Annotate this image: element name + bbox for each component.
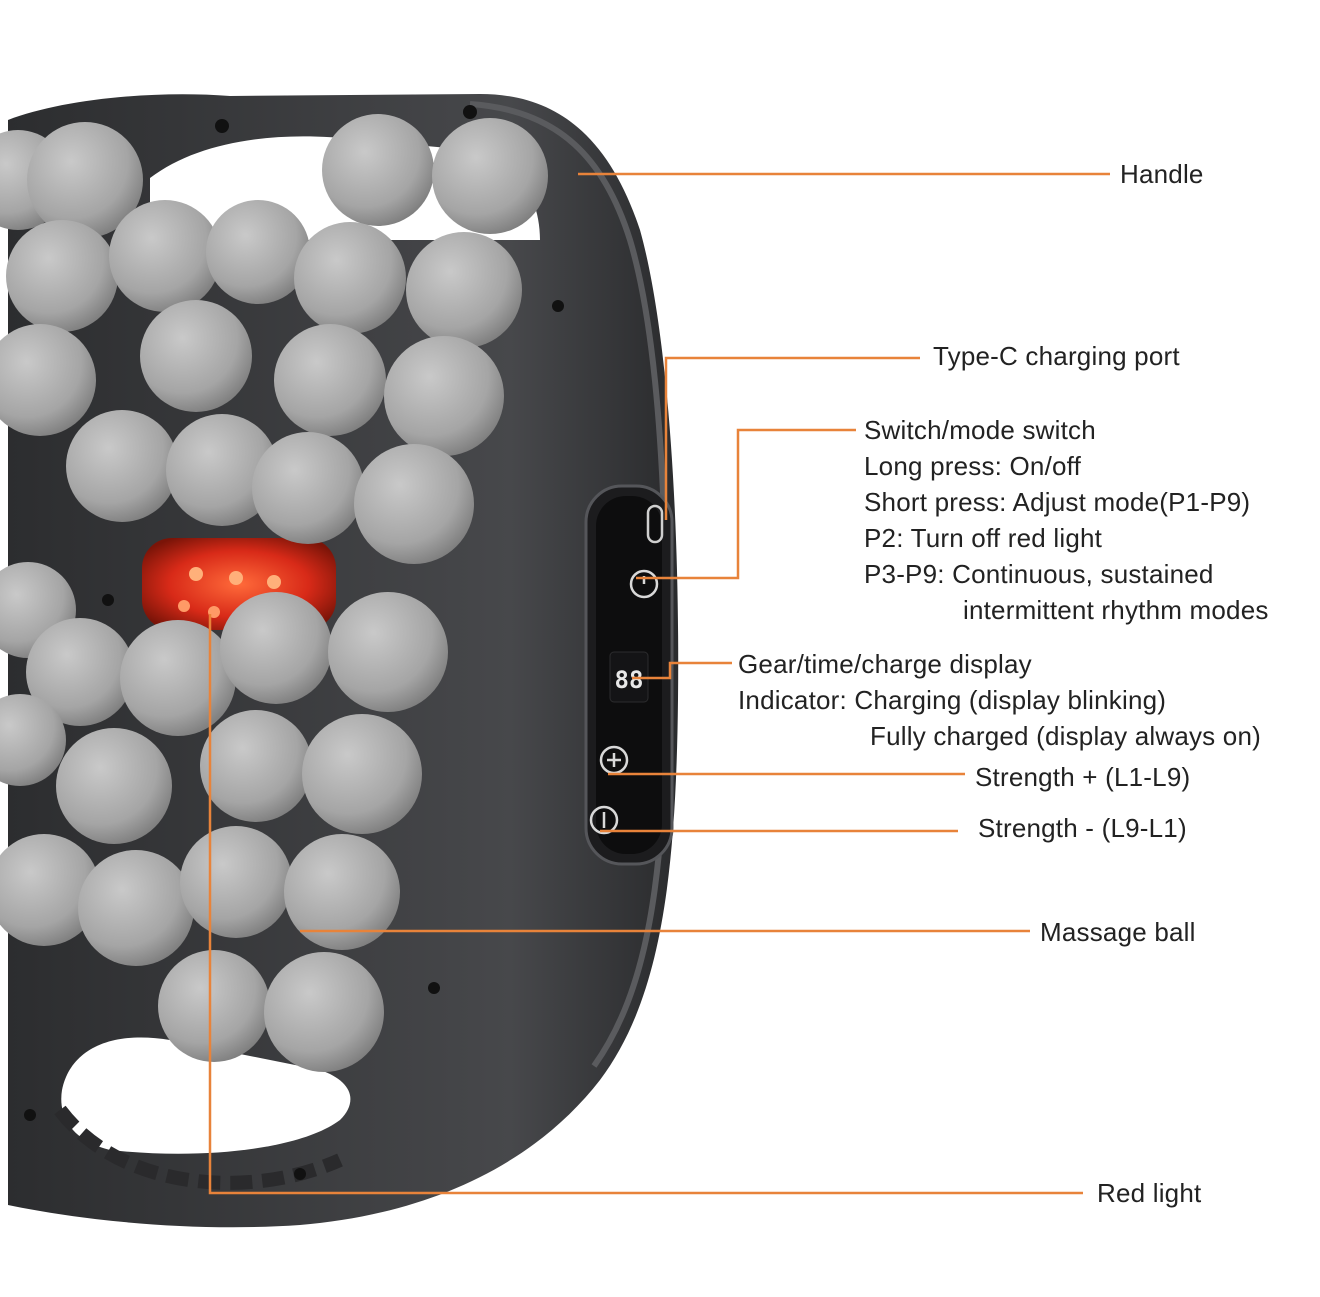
- massage-ball: [284, 834, 400, 950]
- label-strength-minus: Strength - (L9-L1): [978, 810, 1187, 846]
- display-leader: [632, 661, 732, 680]
- label-display-title: Gear/time/charge display: [738, 649, 1032, 679]
- label-strength-minus-text: Strength - (L9-L1): [978, 813, 1187, 843]
- massage-ball-cluster: [0, 114, 548, 1072]
- label-massage-ball: Massage ball: [1040, 914, 1196, 950]
- label-strength-plus-text: Strength + (L1-L9): [975, 762, 1191, 792]
- massage-ball: [252, 432, 364, 544]
- label-display: Gear/time/charge display Indicator: Char…: [738, 646, 1261, 754]
- label-handle-text: Handle: [1120, 159, 1204, 189]
- massage-ball: [6, 220, 118, 332]
- massage-ball: [206, 200, 310, 304]
- massage-ball: [200, 710, 312, 822]
- label-strength-plus: Strength + (L1-L9): [975, 759, 1190, 795]
- massage-ball: [220, 592, 332, 704]
- strength-minus-button-icon[interactable]: [589, 805, 619, 835]
- label-handle: Handle: [1120, 156, 1204, 192]
- label-red-light-text: Red light: [1097, 1178, 1202, 1208]
- label-switch-long: Long press: On/off: [864, 451, 1082, 481]
- massage-ball: [0, 834, 100, 946]
- massage-ball: [26, 618, 134, 726]
- type-c-port-icon[interactable]: [646, 504, 664, 544]
- massage-ball: [432, 118, 548, 234]
- label-switch-p2: P2: Turn off red light: [864, 523, 1103, 553]
- massage-ball: [0, 694, 66, 786]
- massage-ball: [0, 324, 96, 436]
- label-switch-p3p9-cont: intermittent rhythm modes: [963, 595, 1269, 625]
- massage-ball: [180, 826, 292, 938]
- label-type-c-text: Type-C charging port: [933, 341, 1180, 371]
- type-c-leader: [664, 356, 920, 520]
- massage-ball: [322, 114, 434, 226]
- switch-leader: [636, 428, 856, 580]
- label-switch-p3p9: P3-P9: Continuous, sustained: [864, 559, 1214, 589]
- label-switch: Switch/mode switch Long press: On/off Sh…: [864, 412, 1269, 628]
- massage-ball: [264, 952, 384, 1072]
- label-display-full: Fully charged (display always on): [870, 721, 1261, 751]
- massage-ball: [354, 444, 474, 564]
- leader-lines: [208, 172, 1110, 1195]
- massage-ball: [140, 300, 252, 412]
- massage-ball: [328, 592, 448, 712]
- label-red-light: Red light: [1097, 1175, 1201, 1211]
- massage-ball: [384, 336, 504, 456]
- massage-ball: [109, 200, 221, 312]
- label-switch-short: Short press: Adjust mode(P1-P9): [864, 487, 1251, 517]
- massage-ball: [158, 950, 270, 1062]
- label-switch-title: Switch/mode switch: [864, 415, 1096, 445]
- display-digits: 88: [615, 666, 644, 694]
- label-display-indicator: Indicator: Charging (display blinking): [738, 685, 1167, 715]
- massage-ball: [120, 620, 236, 736]
- massage-ball: [66, 410, 178, 522]
- label-massage-ball-text: Massage ball: [1040, 917, 1196, 947]
- label-type-c: Type-C charging port: [933, 338, 1180, 374]
- massage-ball: [274, 324, 386, 436]
- massage-ball: [56, 728, 172, 844]
- red-light-leader: [208, 614, 1083, 1195]
- massage-ball: [166, 414, 278, 526]
- massage-ball: [302, 714, 422, 834]
- massage-ball: [78, 850, 194, 966]
- massage-ball: [27, 122, 143, 238]
- massage-ball: [406, 232, 522, 348]
- massage-ball: [294, 222, 406, 334]
